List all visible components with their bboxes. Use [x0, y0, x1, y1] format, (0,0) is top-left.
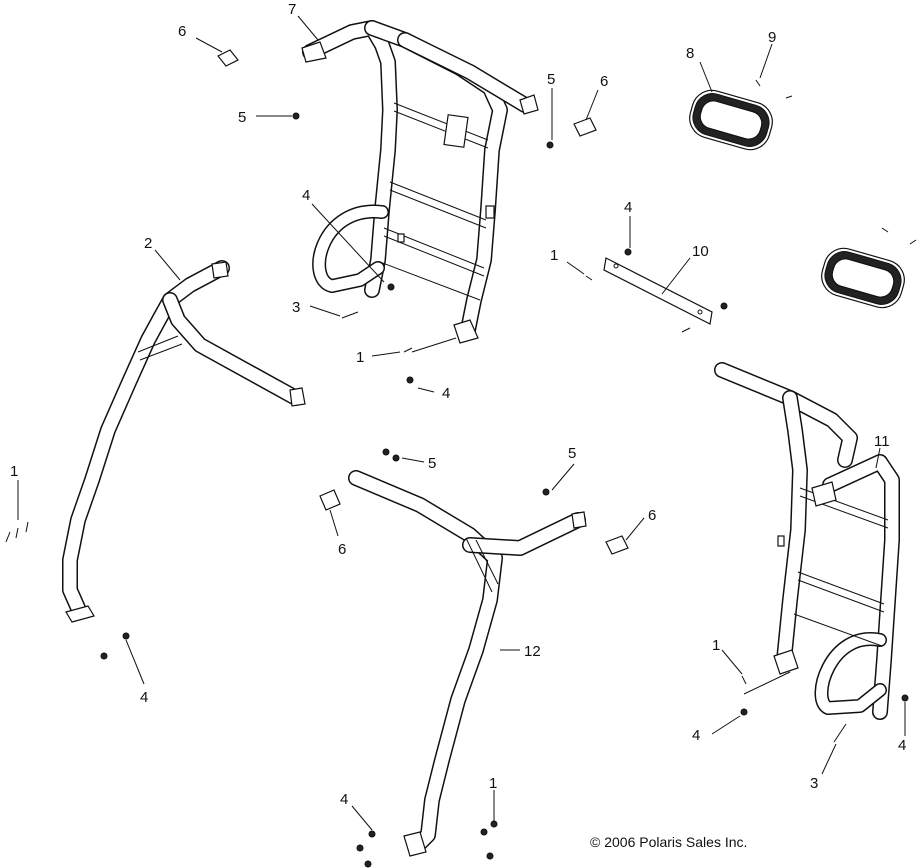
bolt-icon: [5, 521, 29, 543]
callout-3: 3: [292, 299, 300, 316]
rear-cab-frame-part-11: [714, 362, 900, 720]
callout-5: 5: [238, 109, 246, 126]
nut-icon: [480, 828, 488, 836]
callout-5: 5: [568, 445, 576, 462]
nut-icon: [292, 112, 300, 120]
rear-cab-frame-part-7: [301, 20, 539, 344]
nut-icon: [364, 860, 372, 868]
nut-icon: [486, 852, 494, 860]
nut-icon: [368, 830, 376, 838]
nut-icon: [901, 694, 909, 702]
callout-12: 12: [524, 643, 541, 660]
clip-icon: [605, 535, 629, 555]
callout-3: 3: [810, 775, 818, 792]
hardware: [5, 49, 917, 868]
callout-4: 4: [898, 737, 906, 754]
nut-icon: [720, 302, 728, 310]
callout-6: 6: [178, 23, 186, 40]
callout-1: 1: [550, 247, 558, 264]
bolt-icon: [833, 723, 847, 743]
callout-4: 4: [140, 689, 148, 706]
nut-icon: [546, 141, 554, 149]
nut-icon: [122, 632, 130, 640]
clip-icon: [573, 117, 597, 137]
nut-icon: [392, 454, 400, 462]
callout-7: 7: [288, 1, 296, 18]
callout-6: 6: [600, 73, 608, 90]
copyright-notice: © 2006 Polaris Sales Inc.: [590, 834, 747, 850]
nut-icon: [624, 248, 632, 256]
bolt-icon: [403, 347, 413, 353]
callout-1: 1: [356, 349, 364, 366]
callout-8: 8: [686, 45, 694, 62]
callout-4: 4: [692, 727, 700, 744]
clip-icon: [319, 489, 341, 511]
nut-icon: [382, 448, 390, 456]
nut-icon: [542, 488, 550, 496]
leader-lines: [17, 15, 906, 831]
callout-6: 6: [338, 541, 346, 558]
callout-4: 4: [624, 199, 632, 216]
front-bar-part-12: [348, 470, 587, 857]
callout-9: 9: [768, 29, 776, 46]
callout-11: 11: [874, 433, 890, 450]
bolt-icon: [741, 675, 747, 685]
bolt-icon: [909, 239, 917, 245]
callout-10: 10: [692, 243, 709, 260]
callout-4: 4: [340, 791, 348, 808]
bolt-icon: [681, 327, 691, 333]
clip-icon: [217, 49, 239, 67]
bolt-icon: [785, 95, 793, 99]
nut-icon: [356, 844, 364, 852]
nut-icon: [387, 283, 395, 291]
nut-icon: [740, 708, 748, 716]
callout-1: 1: [712, 637, 720, 654]
callout-4: 4: [442, 385, 450, 402]
bolt-icon: [341, 311, 359, 319]
callout-1: 1: [10, 463, 18, 480]
callout-6: 6: [648, 507, 656, 524]
callout-5: 5: [428, 455, 436, 472]
pad-part-8: [689, 89, 905, 309]
callout-1: 1: [489, 775, 497, 792]
callout-4: 4: [302, 187, 310, 204]
front-bar-part-2: [62, 260, 306, 623]
bolt-icon: [755, 79, 761, 87]
nut-icon: [406, 376, 414, 384]
nut-icon: [100, 652, 108, 660]
callout-numbers: 6 7 5 5 6 8 9 4 2 3 1 4 4 1 10 11 5 5 6 …: [10, 1, 906, 808]
callout-5: 5: [547, 71, 555, 88]
bolt-icon: [585, 275, 593, 281]
callout-2: 2: [144, 235, 152, 252]
brace-part-10: [603, 257, 713, 325]
bolt-icon: [881, 227, 889, 233]
